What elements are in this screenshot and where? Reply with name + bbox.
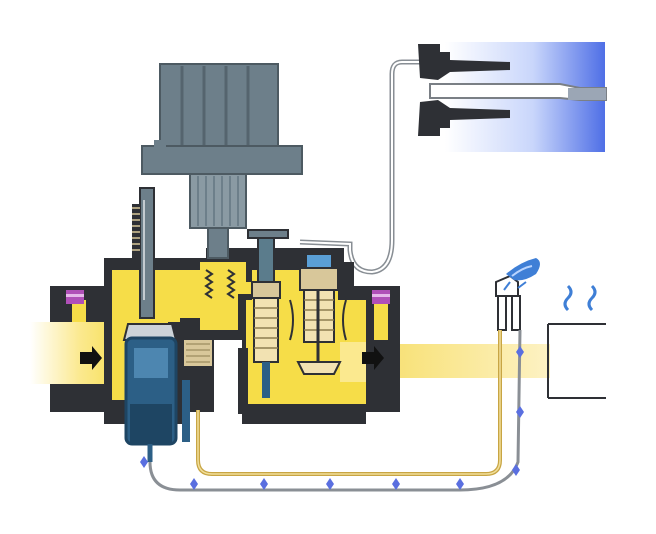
solenoid-magnet: [124, 336, 190, 462]
internal-bypass: [214, 340, 242, 426]
main-flames-icon: [563, 284, 597, 312]
outlet-pipe: [362, 286, 606, 412]
regulator-spring: [204, 269, 214, 299]
inlet-flange-bottom: [50, 384, 110, 412]
safety-plunger: [122, 187, 178, 341]
thermocouple-wire: [196, 330, 502, 476]
ignition-wire: [140, 329, 524, 492]
pilot-burner: [495, 258, 540, 331]
inlet-arrow-icon: [80, 346, 102, 370]
main-burner-box: [547, 323, 606, 399]
burner-lower-jaw: [418, 100, 510, 136]
control-knob-housing: [141, 63, 303, 259]
pilot-burner-assembly: [299, 42, 607, 275]
thermocouple-tube-top: [299, 59, 430, 275]
pilot-valve: [247, 229, 289, 398]
burner-upper-jaw: [418, 44, 510, 80]
main-valve: [289, 248, 347, 375]
outlet-arrow-icon: [362, 346, 384, 370]
